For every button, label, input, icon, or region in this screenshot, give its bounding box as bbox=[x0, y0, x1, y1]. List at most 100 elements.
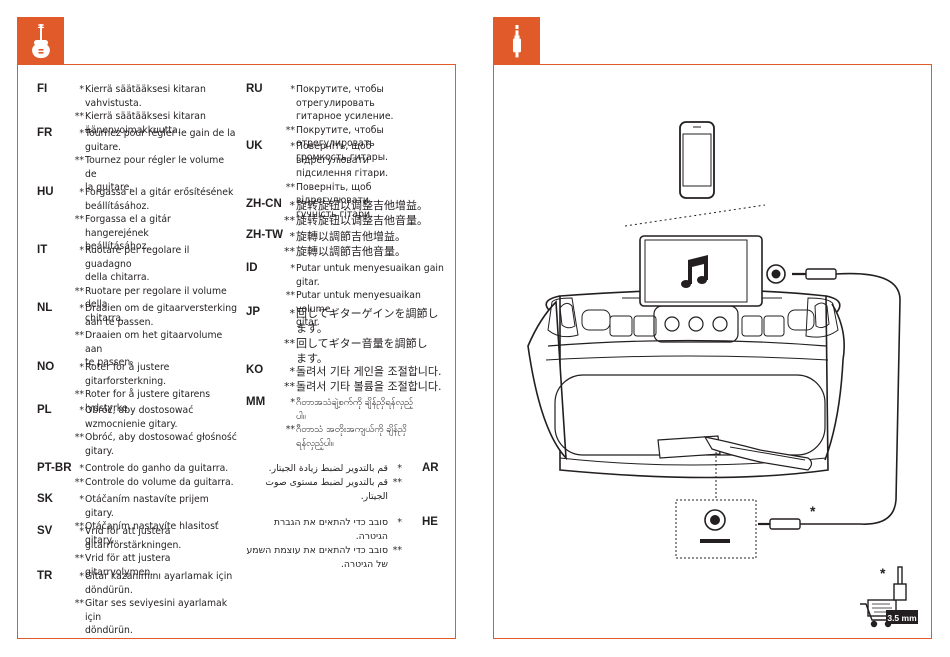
instruction-text: Otáčaním nastavíte hlasitosť gitary. bbox=[85, 521, 219, 546]
instruction-text: la guitare. bbox=[85, 182, 133, 194]
instruction-text: гучність гітари. bbox=[296, 208, 373, 220]
instruction-text: Ruotare per regolare il guadagno bbox=[85, 245, 190, 270]
language-entry: KO*돌려서 기타 게인을 조절합니다.**돌려서 기타 볼륨을 조절합니다. bbox=[246, 364, 446, 394]
instruction-text: قم بالتدوير لضبط مستوى صوت bbox=[265, 477, 388, 488]
instruction-line: döndürün. bbox=[73, 624, 237, 638]
instruction-line: **Draaien om het gitaarvolume aan bbox=[73, 329, 237, 356]
instruction-line: **Forgassa el a gitár hangerejének bbox=[73, 213, 237, 240]
instruction-line: **Tournez pour régler le volume de bbox=[73, 154, 237, 181]
instruction-line: *Otáčaním nastavíte prijem gitary. bbox=[73, 493, 237, 520]
language-code: ZH-CN bbox=[246, 198, 282, 210]
instruction-line: гитарное усиление. bbox=[284, 110, 446, 124]
instruction-text: wzmocnienie gitary. bbox=[85, 418, 178, 430]
instruction-line: chitarra. bbox=[73, 312, 237, 326]
instruction-line: **قم بالتدوير لضبط مستوى صوت bbox=[240, 476, 402, 490]
instruction-text: Покрутите, чтобы отрегулировать bbox=[296, 84, 384, 109]
language-entry: SK*Otáčaním nastavíte prijem gitary.**Ot… bbox=[37, 493, 237, 547]
instruction-text: ပါ။ bbox=[296, 410, 306, 422]
instruction-text: gitarrförstärkningen. bbox=[85, 539, 182, 551]
language-code: HU bbox=[37, 186, 54, 198]
language-code: ID bbox=[246, 262, 258, 274]
language-code: KO bbox=[246, 364, 264, 376]
footnote-marker: ** bbox=[74, 155, 84, 167]
language-code: MM bbox=[246, 396, 266, 408]
instruction-text: Obróć, aby dostosować głośność bbox=[85, 432, 237, 444]
footnote-marker: ** bbox=[285, 424, 295, 436]
footnote-marker: * bbox=[397, 517, 402, 528]
instruction-line: *回してギターゲインを調節し bbox=[284, 306, 446, 321]
right-panel bbox=[493, 64, 932, 639]
footnote-marker: * bbox=[290, 141, 295, 152]
instruction-text: Kierrä säätääksesi kitaran bbox=[85, 111, 206, 123]
instruction-text: Поверніть, щоб відрегулювати bbox=[296, 141, 372, 166]
footnote-marker: ** bbox=[285, 181, 295, 193]
footnote-marker: * bbox=[289, 365, 296, 378]
instruction-line: gitary. bbox=[73, 445, 237, 459]
instruction-text: Поверніть, щоб відрегулювати bbox=[296, 181, 372, 207]
footnote-marker: ** bbox=[284, 380, 295, 393]
instruction-text: gitary. bbox=[85, 445, 114, 457]
instruction-text: Roter for å justere gitarens bbox=[85, 389, 211, 401]
instruction-line: *סובב כדי להתאים את הגברת הגיטרה. bbox=[240, 516, 402, 544]
instruction-line: **Otáčaním nastavíte hlasitosť gitary. bbox=[73, 520, 237, 547]
footnote-marker: ** bbox=[392, 545, 402, 556]
instruction-text: Gitar kazanımını ayarlamak için bbox=[85, 571, 233, 582]
instruction-line: beállításához. bbox=[73, 200, 237, 214]
footnote-marker: * bbox=[289, 307, 296, 320]
language-code: IT bbox=[37, 244, 48, 256]
instruction-line: **Putar untuk menyesuaikan volume bbox=[284, 289, 446, 316]
instruction-line: של הגיטרה. bbox=[240, 558, 402, 572]
instruction-line: **Roter for å justere gitarens bbox=[73, 388, 237, 402]
instruction-text: של הגיטרה. bbox=[340, 559, 388, 570]
footnote-marker: ** bbox=[74, 521, 84, 533]
footnote-marker: * bbox=[289, 230, 296, 243]
instruction-line: *ဂီတာအသံချဲ့စက်ကို ချိန်ညှိရန်လှည့် bbox=[284, 396, 446, 410]
footnote-marker: * bbox=[79, 494, 84, 505]
language-code: SK bbox=[37, 493, 53, 505]
instruction-line: *Draaien om de gitaarversterking bbox=[73, 302, 237, 316]
footnote-marker: ** bbox=[284, 214, 295, 227]
instruction-line: громкость гитары. bbox=[284, 151, 446, 165]
instruction-text: Tournez pour régler le volume de bbox=[85, 155, 225, 180]
language-entry: MM *ဂီတာအသံချဲ့စက်ကို ချိန်ညှိရန်လှည့်ပါ။… bbox=[246, 396, 446, 450]
footnote-marker: ** bbox=[284, 337, 295, 350]
footnote-marker: ** bbox=[284, 245, 295, 258]
footnote-marker: * bbox=[79, 303, 84, 314]
instruction-line: te passen. bbox=[73, 356, 237, 370]
footnote-marker: * bbox=[79, 526, 84, 537]
instruction-line: ます。 bbox=[284, 321, 446, 336]
instruction-text: підсилення гітари. bbox=[296, 168, 389, 180]
instruction-text: aan te passen. bbox=[85, 316, 154, 328]
instruction-text: 旋转旋钮以调整吉他音量。 bbox=[296, 214, 428, 227]
instruction-text: lydstyrke. bbox=[85, 402, 131, 414]
instruction-line: della chitarra. bbox=[73, 271, 237, 285]
instruction-text: ဂီတာအသံချဲ့စက်ကို ချိန်ညှိရန်လှည့် bbox=[296, 397, 414, 408]
instruction-line: ရန်လှည့်ပါ။ bbox=[284, 437, 446, 451]
language-code: FR bbox=[37, 127, 53, 139]
instruction-line: *Поверніть, щоб відрегулювати bbox=[284, 140, 446, 167]
instruction-line: beállításához. bbox=[73, 240, 237, 254]
instruction-text: Kierrä säätääksesi kitaran vahvistusta. bbox=[85, 84, 206, 109]
instruction-line: *Покрутите, чтобы отрегулировать bbox=[284, 83, 446, 110]
instruction-text: Gitar ses seviyesini ayarlamak için bbox=[85, 598, 228, 623]
instruction-line: *Controle do ganho da guitarra. bbox=[73, 462, 237, 476]
footnote-marker: ** bbox=[74, 553, 84, 565]
instruction-text: della chitarra. bbox=[85, 272, 150, 284]
instruction-line: la guitare. bbox=[73, 181, 237, 195]
footnote-marker: ** bbox=[74, 111, 84, 123]
instruction-line: *Ruotare per regolare il guadagno bbox=[73, 244, 237, 271]
instruction-line: *Gitar kazanımını ayarlamak için bbox=[73, 570, 237, 584]
language-code: FI bbox=[37, 83, 48, 95]
instruction-line: aan te passen. bbox=[73, 316, 237, 330]
instruction-text: قم بالتدوير لضبط زيادة الجيتار. bbox=[268, 463, 388, 474]
footnote-marker: ** bbox=[74, 476, 84, 488]
language-code: ZH-TW bbox=[246, 229, 284, 241]
instruction-text: 돌려서 기타 게인을 조절합니다. bbox=[296, 365, 442, 378]
footnote-marker: ** bbox=[74, 389, 84, 401]
instruction-line: *旋轉以調節吉他增益。 bbox=[284, 229, 446, 244]
instruction-line: **Gitar ses seviyesini ayarlamak için bbox=[73, 597, 237, 624]
instruction-text: Vrid för att justera gitarrvolymen. bbox=[85, 553, 171, 578]
